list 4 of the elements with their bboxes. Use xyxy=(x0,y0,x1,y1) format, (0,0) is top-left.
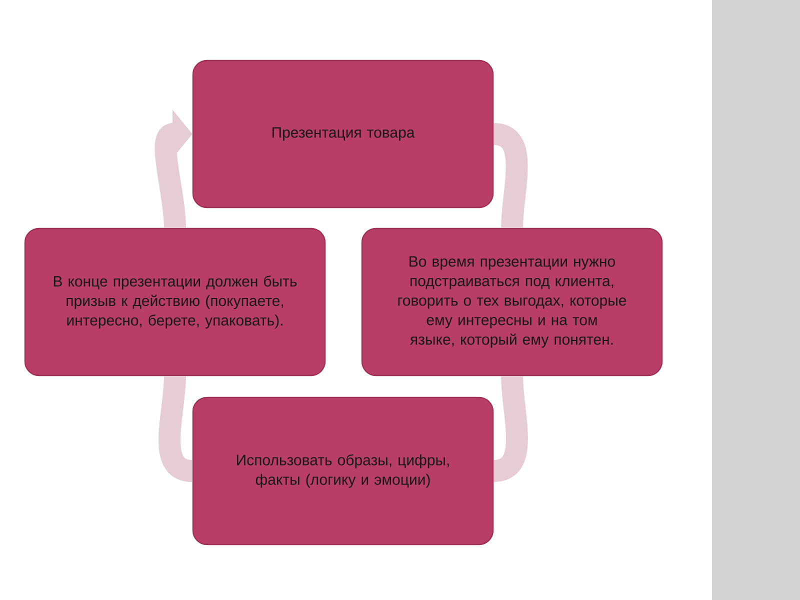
text-box: Использовать образы, цифры, факты (логику и эмоции) xyxy=(192,396,494,546)
text-box: Во время презентации нужно подстраиваться под клиента, говорить о тех выгодах, которые ему интересны и на том языке, который ему понятен. xyxy=(361,228,663,376)
text-box: Презентация товара xyxy=(192,60,494,208)
text-box: В конце презентации должен быть призыв к действию (покупаете, интересно, берете, упаковать). xyxy=(24,228,326,376)
